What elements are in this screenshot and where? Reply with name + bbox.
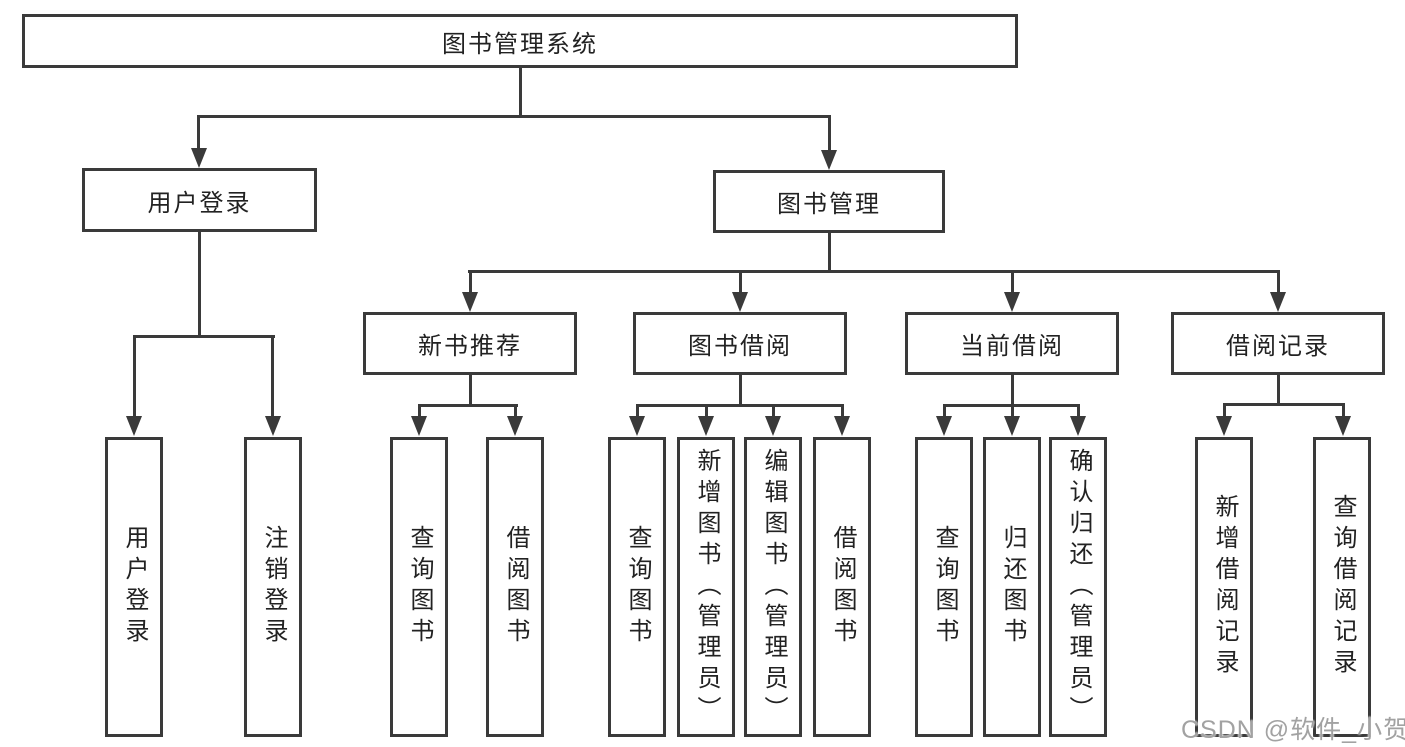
leaf-recommend-borrow-book: 借阅图书	[486, 437, 544, 737]
arrow-down-icon	[629, 416, 645, 436]
node-new-book-recommend-label: 新书推荐	[418, 333, 522, 360]
connector-stem-borrow-record	[1277, 270, 1280, 295]
arrow-down-icon	[126, 416, 142, 436]
arrow-down-icon	[732, 292, 748, 312]
arrow-down-icon	[1004, 416, 1020, 436]
arrow-down-icon	[698, 416, 714, 436]
node-library-system: 图书管理系统	[22, 14, 1018, 68]
node-current-borrow: 当前借阅	[905, 312, 1119, 375]
arrow-down-icon	[265, 416, 281, 436]
arrow-down-icon	[507, 416, 523, 436]
leaf-return-book: 归还图书	[983, 437, 1041, 737]
node-book-management: 图书管理	[713, 170, 945, 233]
leaf-confirm-return-admin-label: 确认归还（管理员）	[1065, 447, 1092, 727]
connector-stem-leaf	[772, 404, 775, 418]
connector-stem-book-mgmt	[828, 115, 831, 153]
connector-stem-current-borrow	[1011, 270, 1014, 295]
arrow-down-icon	[765, 416, 781, 436]
connector-stem-leaf	[514, 404, 517, 418]
connector-book-borrow-trunk	[739, 375, 742, 407]
connector-stem-leaf	[418, 404, 421, 418]
leaf-borrow-query-book: 查询图书	[608, 437, 666, 737]
leaf-current-query-book: 查询图书	[915, 437, 973, 737]
connector-borrow-record-branch	[1223, 403, 1345, 406]
arrow-down-icon	[1216, 416, 1232, 436]
arrow-down-icon	[834, 416, 850, 436]
connector-stem-leaf	[841, 404, 844, 418]
leaf-recommend-query-book: 查询图书	[390, 437, 448, 737]
arrow-down-icon	[462, 292, 478, 312]
leaf-logout: 注销登录	[244, 437, 302, 737]
arrow-down-icon	[936, 416, 952, 436]
connector-stem-book-borrow	[739, 270, 742, 295]
leaf-confirm-return-admin: 确认归还（管理员）	[1049, 437, 1107, 737]
node-library-system-label: 图书管理系统	[442, 30, 598, 58]
leaf-edit-book-admin-label: 编辑图书（管理员）	[760, 447, 787, 727]
connector-stem-leaf	[1223, 403, 1226, 418]
leaf-logout-label: 注销登录	[260, 525, 287, 649]
leaf-return-book-label: 归还图书	[999, 525, 1026, 649]
arrow-down-icon	[821, 150, 837, 170]
node-borrow-record: 借阅记录	[1171, 312, 1385, 375]
leaf-borrow-book-label: 借阅图书	[829, 525, 856, 649]
connector-book-borrow-branch	[636, 404, 844, 407]
leaf-add-borrow-record: 新增借阅记录	[1195, 437, 1253, 737]
leaf-edit-book-admin: 编辑图书（管理员）	[744, 437, 802, 737]
leaf-add-book-admin: 新增图书（管理员）	[677, 437, 735, 737]
leaf-recommend-query-book-label: 查询图书	[406, 525, 433, 649]
connector-current-borrow-trunk	[1011, 375, 1014, 407]
arrow-down-icon	[1070, 416, 1086, 436]
connector-user-login-branch	[133, 335, 275, 338]
connector-new-book-trunk	[469, 375, 472, 407]
connector-new-book-branch	[418, 404, 518, 407]
node-user-login-label: 用户登录	[147, 189, 252, 217]
connector-stem-leaf	[1077, 404, 1080, 418]
connector-stem-login-leaf	[133, 335, 136, 418]
connector-stem-user-login	[197, 115, 200, 151]
leaf-query-borrow-record: 查询借阅记录	[1313, 437, 1371, 737]
connector-book-mgmt-trunk	[828, 233, 831, 273]
arrow-down-icon	[411, 416, 427, 436]
leaf-borrow-book: 借阅图书	[813, 437, 871, 737]
arrow-down-icon	[1004, 292, 1020, 312]
node-borrow-record-label: 借阅记录	[1226, 333, 1330, 360]
connector-stem-leaf	[1342, 403, 1345, 418]
leaf-query-borrow-record-label: 查询借阅记录	[1329, 494, 1356, 680]
leaf-borrow-query-book-label: 查询图书	[624, 525, 651, 649]
connector-root-branch	[197, 115, 831, 118]
connector-stem-leaf	[636, 404, 639, 418]
arrow-down-icon	[191, 148, 207, 168]
node-book-borrow: 图书借阅	[633, 312, 847, 375]
connector-root-trunk	[519, 68, 522, 118]
node-book-borrow-label: 图书借阅	[688, 333, 792, 360]
node-user-login: 用户登录	[82, 168, 317, 232]
connector-stem-leaf	[1011, 404, 1014, 418]
leaf-user-login: 用户登录	[105, 437, 163, 737]
leaf-user-login-label: 用户登录	[121, 525, 148, 649]
arrow-down-icon	[1270, 292, 1286, 312]
leaf-add-borrow-record-label: 新增借阅记录	[1211, 494, 1238, 680]
connector-stem-logout-leaf	[271, 335, 274, 418]
connector-borrow-record-trunk	[1277, 375, 1280, 405]
leaf-recommend-borrow-book-label: 借阅图书	[502, 525, 529, 649]
node-new-book-recommend: 新书推荐	[363, 312, 577, 375]
connector-book-mgmt-branch	[468, 270, 1280, 273]
connector-user-login-trunk	[198, 232, 201, 338]
csdn-watermark: CSDN @软件_小贺同学	[1181, 716, 1405, 744]
connector-stem-new-book	[469, 270, 472, 295]
node-book-management-label: 图书管理	[777, 191, 881, 218]
leaf-current-query-book-label: 查询图书	[931, 525, 958, 649]
arrow-down-icon	[1335, 416, 1351, 436]
node-current-borrow-label: 当前借阅	[960, 333, 1064, 360]
connector-stem-leaf	[943, 404, 946, 418]
leaf-add-book-admin-label: 新增图书（管理员）	[693, 447, 720, 727]
connector-stem-leaf	[705, 404, 708, 418]
